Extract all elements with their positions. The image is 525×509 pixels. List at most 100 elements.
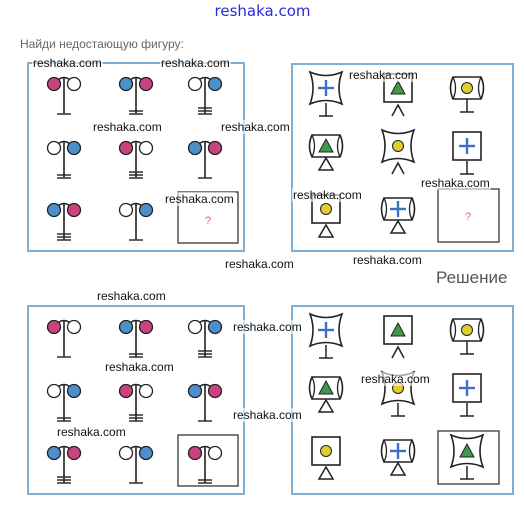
left-ball-blue (46, 445, 62, 461)
left-ball-white (118, 202, 134, 218)
watermark: reshaka.com (32, 56, 103, 70)
solution-figures-grid (46, 319, 239, 487)
triangle-stand (389, 219, 407, 234)
balance-figure (118, 76, 154, 115)
triangle-stand (317, 398, 335, 413)
balance-figure (187, 445, 223, 484)
left-ball-pink (118, 140, 134, 156)
watermark: reshaka.com (232, 320, 303, 334)
right-ball-white (207, 445, 223, 461)
framed-figure (380, 197, 416, 234)
left-ball-white (118, 445, 134, 461)
circle-symbol (320, 445, 332, 457)
left-ball-pink (46, 319, 62, 335)
framed-figure (308, 312, 344, 359)
puzzle-panel-figures: ? (27, 62, 245, 252)
circle-symbol (320, 203, 332, 215)
framed-figure (449, 318, 485, 355)
balance-figure (118, 383, 154, 422)
barrel-rim (311, 134, 316, 158)
balance-figure (118, 445, 154, 484)
left-ball-white (187, 319, 203, 335)
left-ball-blue (187, 383, 203, 399)
watermark: reshaka.com (224, 257, 295, 271)
balance-figure (187, 383, 223, 422)
puzzle-panel-frames: ? (291, 63, 514, 252)
left-ball-blue (118, 76, 134, 92)
vee-stand (391, 345, 405, 359)
right-ball-pink (207, 383, 223, 399)
answer-figure-box (177, 434, 239, 487)
framed-figure (308, 376, 344, 413)
right-ball-pink (66, 202, 82, 218)
right-ball-blue (207, 319, 223, 335)
watermark: reshaka.com (56, 425, 127, 439)
watermark: reshaka.com (220, 120, 291, 134)
task-prompt: Найди недостающую фигуру: (20, 37, 184, 51)
circle-symbol (461, 82, 473, 94)
right-ball-blue (138, 445, 154, 461)
right-ball-pink (138, 76, 154, 92)
circle-symbol (392, 140, 404, 152)
balance-figure (46, 319, 82, 358)
right-ball-blue (66, 383, 82, 399)
barrel-rim (452, 318, 457, 342)
solution-heading: Решение (436, 268, 508, 287)
left-ball-pink (187, 445, 203, 461)
triangle-symbol (390, 79, 406, 95)
balance-figure (187, 76, 223, 115)
balance-figure (187, 319, 223, 358)
balance-figure (187, 140, 223, 179)
watermark: reshaka.com (104, 360, 175, 374)
solution-frames-grid (308, 312, 500, 485)
right-ball-blue (207, 76, 223, 92)
vee-stand (391, 103, 405, 117)
watermark: reshaka.com (420, 176, 491, 190)
balance-figure (46, 76, 82, 115)
framed-figure (380, 439, 416, 476)
balance-figure (46, 202, 82, 241)
framed-figure (452, 373, 482, 417)
puzzle-frames-grid: ? (308, 70, 500, 243)
framed-figure (380, 128, 416, 175)
barrel-rim (452, 76, 457, 100)
barrel-rim (477, 318, 482, 342)
left-ball-blue (118, 319, 134, 335)
framed-figure (383, 315, 413, 359)
left-ball-pink (46, 76, 62, 92)
right-ball-blue (138, 202, 154, 218)
watermark: reshaka.com (92, 120, 163, 134)
balance-figure (46, 383, 82, 422)
question-mark: ? (465, 211, 471, 223)
barrel-rim (408, 439, 413, 463)
barrel-rim (336, 134, 341, 158)
barrel-rim (311, 376, 316, 400)
triangle-symbol (318, 379, 334, 395)
left-ball-white (46, 140, 62, 156)
circle-symbol (461, 324, 473, 336)
watermark: reshaka.com (164, 192, 235, 206)
triangle-symbol (318, 137, 334, 153)
framed-figure (311, 436, 341, 480)
right-ball-white (66, 76, 82, 92)
watermark: reshaka.com (96, 289, 167, 303)
framed-figure (449, 76, 485, 113)
right-ball-white (138, 140, 154, 156)
triangle-stand (389, 461, 407, 476)
missing-figure-box (437, 188, 500, 243)
watermark: reshaka.com (292, 188, 363, 202)
left-ball-blue (46, 202, 62, 218)
balance-figure (118, 140, 154, 179)
balance-figure (118, 202, 154, 241)
triangle-symbol (459, 442, 475, 458)
watermark: reshaka.com (352, 253, 423, 267)
watermark: reshaka.com (348, 68, 419, 82)
left-ball-blue (187, 140, 203, 156)
left-ball-white (187, 76, 203, 92)
barrel-rim (336, 376, 341, 400)
question-mark: ? (205, 215, 211, 227)
triangle-stand (317, 223, 335, 238)
site-header-link[interactable]: reshaka.com (214, 2, 311, 20)
right-ball-pink (207, 140, 223, 156)
puzzle-figures-grid: ? (46, 76, 239, 244)
